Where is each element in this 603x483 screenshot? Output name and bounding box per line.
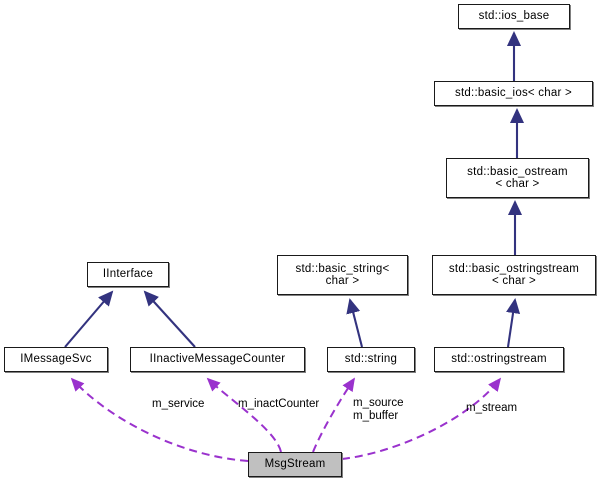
node-label: std::ios_base	[478, 10, 550, 23]
node-label: std::basic_ios< char >	[455, 87, 572, 100]
node-std-basic-ios[interactable]: std::basic_ios< char >	[434, 81, 593, 106]
edge-MsgStream-to-IInactiveMessageCounter	[206, 377, 282, 453]
edge-MsgStream-to-ostringstream	[341, 377, 502, 460]
node-label: IMessageSvc	[20, 353, 92, 366]
edge-ostringstream-to-basic_ostringstream	[506, 298, 521, 348]
edge-label-m-stream: m_stream	[466, 402, 518, 414]
edge-IInactiveMessageCounter-to-IInterface	[143, 290, 196, 348]
node-msgstream[interactable]: MsgStream	[248, 452, 342, 477]
node-label: std::ostringstream	[451, 353, 547, 366]
node-label: MsgStream	[264, 458, 326, 471]
edge-MsgStream-to-string	[312, 377, 355, 453]
node-imessagesvc[interactable]: IMessageSvc	[4, 347, 108, 372]
node-std-basic-ostream[interactable]: std::basic_ostream < char >	[446, 158, 589, 198]
node-label: std::basic_ostringstream < char >	[448, 262, 580, 288]
node-iinterface[interactable]: IInterface	[87, 262, 169, 287]
node-label: std::string	[344, 353, 398, 366]
node-std-basic-string[interactable]: std::basic_string< char >	[277, 255, 408, 295]
edge-label-m-inactcounter: m_inactCounter	[238, 398, 320, 410]
edge-label-m-buffer: m_buffer	[353, 410, 399, 422]
node-label: std::basic_string< char >	[295, 262, 390, 288]
node-label: IInactiveMessageCounter	[149, 353, 286, 366]
node-std-string[interactable]: std::string	[327, 347, 415, 372]
edge-MsgStream-to-IMessageSvc	[70, 377, 249, 462]
node-iinactivemessagecounter[interactable]: IInactiveMessageCounter	[130, 347, 305, 372]
node-std-basic-ostringstream[interactable]: std::basic_ostringstream < char >	[432, 255, 596, 295]
node-std-ios-base[interactable]: std::ios_base	[458, 4, 570, 29]
inheritance-edges	[64, 31, 525, 348]
node-label: std::basic_ostream < char >	[467, 165, 568, 191]
edge-label-m-source: m_source	[353, 397, 404, 409]
edge-IMessageSvc-to-IInterface	[64, 290, 114, 348]
node-std-ostringstream[interactable]: std::ostringstream	[434, 347, 564, 372]
association-edges	[70, 377, 502, 462]
node-label: IInterface	[102, 268, 154, 281]
edge-string-to-basic_string	[346, 298, 364, 348]
edge-label-m-service: m_service	[152, 398, 205, 410]
